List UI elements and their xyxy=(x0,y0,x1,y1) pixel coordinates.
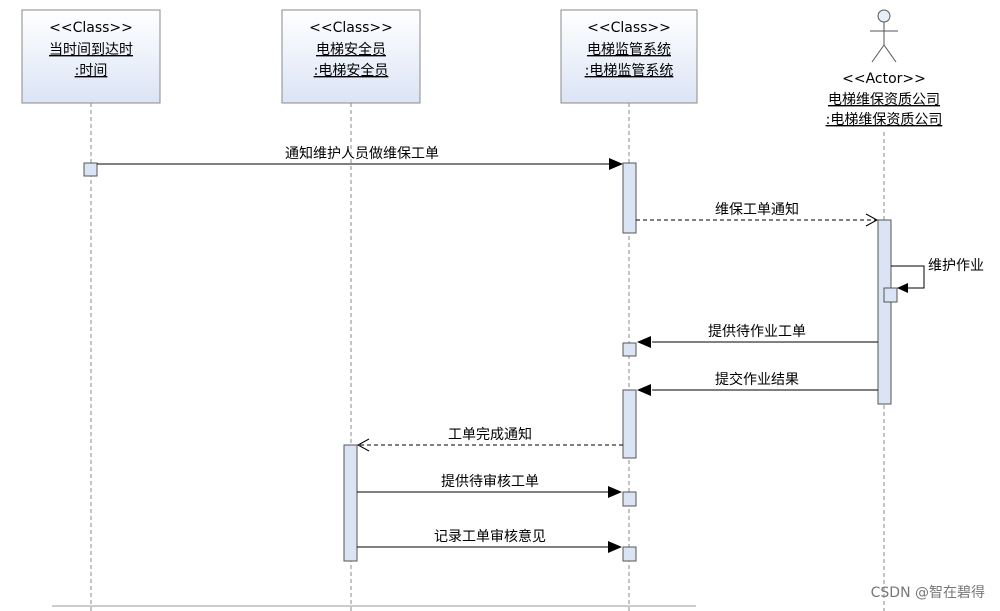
arrowhead-icon xyxy=(608,541,622,553)
arrowhead-icon xyxy=(609,158,623,170)
arrowhead-icon xyxy=(897,283,908,293)
participant-safety-officer[interactable]: <<Class>> 电梯安全员 :电梯安全员 xyxy=(281,9,421,104)
participant-safety-officer-name: 电梯安全员 xyxy=(316,41,386,58)
participant-maintenance-company-stereotype: <<Actor>> xyxy=(842,71,926,87)
message-label: 维护作业 xyxy=(928,258,984,274)
participant-maintenance-company-name: 电梯维保资质公司 xyxy=(828,92,940,108)
arrowhead-icon xyxy=(637,336,651,348)
message-maintenance-work[interactable]: 维护作业 xyxy=(891,258,984,293)
message-provide-review-order[interactable]: 提供待审核工单 xyxy=(357,474,622,498)
activation-officer xyxy=(343,444,358,562)
message-provide-pending-work-order[interactable]: 提供待作业工单 xyxy=(637,324,878,348)
activation-system-4 xyxy=(622,491,637,507)
message-work-order-complete[interactable]: 工单完成通知 xyxy=(356,426,623,452)
actor-stick-figure-icon xyxy=(870,9,898,63)
open-arrowhead-icon xyxy=(356,438,370,452)
message-label: 维保工单通知 xyxy=(715,201,799,218)
participant-maintenance-company-instance: :电梯维保资质公司 xyxy=(826,112,943,128)
participant-timer-stereotype: <<Class>> xyxy=(49,20,133,36)
message-label: 提供待作业工单 xyxy=(708,324,806,340)
activation-timer xyxy=(83,162,98,177)
arrowhead-icon xyxy=(608,486,622,498)
participant-safety-officer-instance: :电梯安全员 xyxy=(314,62,389,79)
message-label: 工单完成通知 xyxy=(448,426,532,443)
open-arrowhead-icon xyxy=(865,213,879,227)
participant-maintenance-company[interactable]: <<Actor>> 电梯维保资质公司 :电梯维保资质公司 xyxy=(826,9,943,128)
activation-system-5 xyxy=(622,546,637,562)
activation-system-1 xyxy=(622,162,637,234)
message-label: 记录工单审核意见 xyxy=(434,528,546,545)
participant-timer-instance: :时间 xyxy=(75,63,108,79)
participant-timer-name: 当时间到达时 xyxy=(49,42,133,58)
activation-company-1 xyxy=(877,219,892,405)
activation-system-3 xyxy=(622,389,637,459)
participant-supervision-system-stereotype: <<Class>> xyxy=(587,20,671,36)
participant-timer[interactable]: <<Class>> 当时间到达时 :时间 xyxy=(21,9,161,104)
message-label: 提交作业结果 xyxy=(715,371,799,388)
activation-company-self xyxy=(883,287,898,303)
participant-supervision-system-name: 电梯监管系统 xyxy=(587,42,671,58)
message-notify-maintenance[interactable]: 通知维护人员做维保工单 xyxy=(97,145,623,170)
activation-system-2 xyxy=(622,342,637,357)
arrowhead-icon xyxy=(637,384,651,396)
participant-supervision-system[interactable]: <<Class>> 电梯监管系统 :电梯监管系统 xyxy=(560,9,698,104)
message-submit-work-result[interactable]: 提交作业结果 xyxy=(637,371,878,396)
message-record-review-opinion[interactable]: 记录工单审核意见 xyxy=(357,528,622,553)
watermark: CSDN @智在碧得 xyxy=(871,584,985,601)
message-label: 通知维护人员做维保工单 xyxy=(285,145,439,162)
message-label: 提供待审核工单 xyxy=(441,474,539,490)
message-work-order-notice[interactable]: 维保工单通知 xyxy=(636,201,879,227)
participant-safety-officer-stereotype: <<Class>> xyxy=(309,20,393,36)
participant-supervision-system-instance: :电梯监管系统 xyxy=(585,63,674,79)
